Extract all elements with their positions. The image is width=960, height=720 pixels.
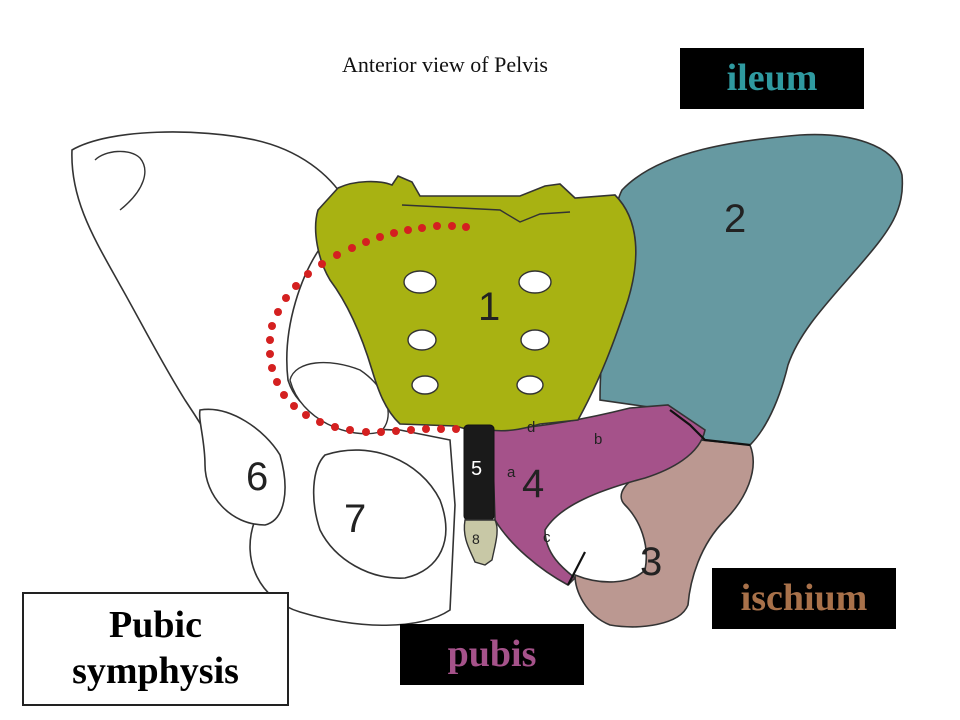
sacral-promontory [401,204,571,223]
region-number-3: 3 [640,540,662,584]
region-number-6: 6 [246,455,268,499]
letter-a: a [507,464,516,481]
sacrum [314,175,637,432]
pubis-label: pubis [400,624,584,685]
ischium-pubis-boundary [567,551,586,586]
sacral-foramina [403,270,552,395]
region-number-8: 8 [472,531,480,547]
ilium-ischium-boundary [669,409,751,447]
right-ischium [574,439,754,628]
ischium-label: ischium [712,568,896,629]
region-number-2: 2 [724,197,746,241]
letter-d: d [527,419,535,436]
left-iliac-crest-fold [94,150,146,211]
letter-c: c [543,529,551,546]
pubic-symphysis-line-2: symphysis [72,650,239,692]
region-number-4: 4 [522,462,544,506]
ileum-label-text: ileum [726,57,818,99]
left-acetabulum [198,408,286,526]
right-ilium [599,133,904,446]
region-number-7: 7 [344,497,366,541]
region-number-1: 1 [478,285,500,329]
region-number-5: 5 [471,458,482,480]
pubic-symphysis-label: Pubic symphysis [22,592,289,706]
figure-title: Anterior view of Pelvis [342,52,548,77]
letter-b: b [594,431,602,448]
left-obturator-foramen [312,449,447,579]
ischium-label-text: ischium [740,577,868,619]
ileum-label: ileum [680,48,864,109]
pubis-label-text: pubis [447,633,537,675]
pubic-symphysis-line-1: Pubic [109,604,202,647]
coccyx [463,519,498,566]
dotted-outline [266,222,470,436]
right-pubis [491,404,706,586]
